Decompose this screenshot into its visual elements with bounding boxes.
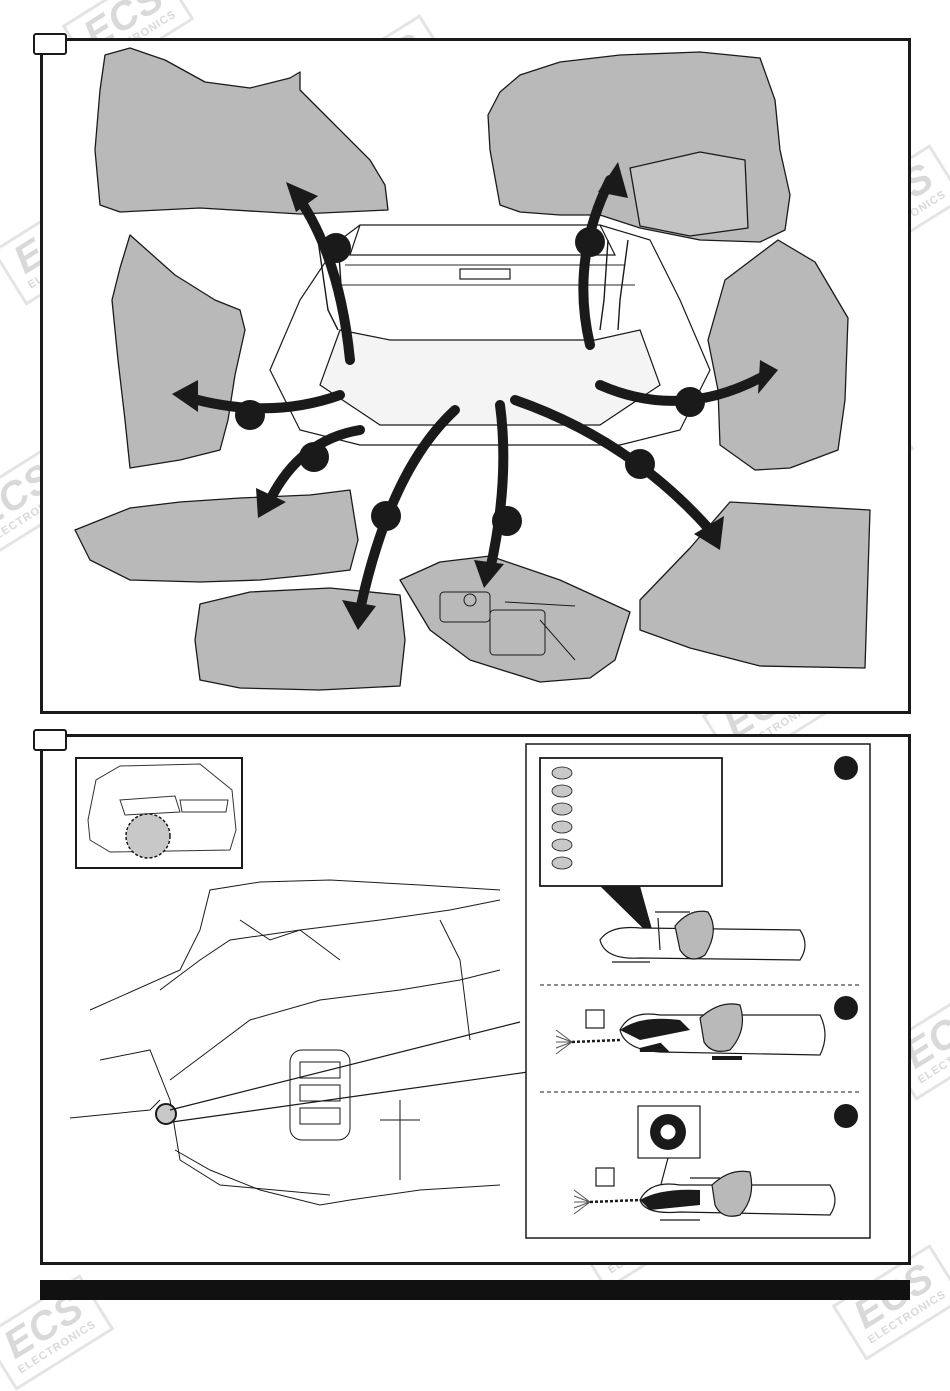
color-swatches xyxy=(551,766,573,870)
footer-bar xyxy=(40,1280,910,1300)
step-marker xyxy=(235,400,265,430)
step-marker xyxy=(321,233,351,263)
substep-a-marker xyxy=(834,756,858,780)
tool-tray xyxy=(399,555,631,683)
trunk-side-panel-left xyxy=(94,47,389,215)
substep-b-marker xyxy=(834,996,858,1020)
sill-trim xyxy=(74,489,359,583)
pillar-trim-left xyxy=(111,234,246,469)
trunk-panel-removal-arrows xyxy=(185,175,765,615)
grommet-icon xyxy=(125,813,171,859)
step2-number-tab xyxy=(33,729,67,751)
step-marker xyxy=(371,501,401,531)
step-marker xyxy=(575,227,605,257)
step-marker xyxy=(492,506,522,536)
trunk-opening xyxy=(319,329,661,426)
step1-illustration xyxy=(74,47,871,691)
grommet xyxy=(155,1103,177,1125)
substep-c-marker xyxy=(834,1104,858,1128)
step-marker xyxy=(625,449,655,479)
step-marker xyxy=(675,387,705,417)
step-marker xyxy=(299,442,329,472)
step1-number-tab xyxy=(33,33,67,55)
step2-illustration xyxy=(69,743,871,1239)
trunk-box-right xyxy=(707,239,849,471)
storage-compartment xyxy=(629,151,749,237)
